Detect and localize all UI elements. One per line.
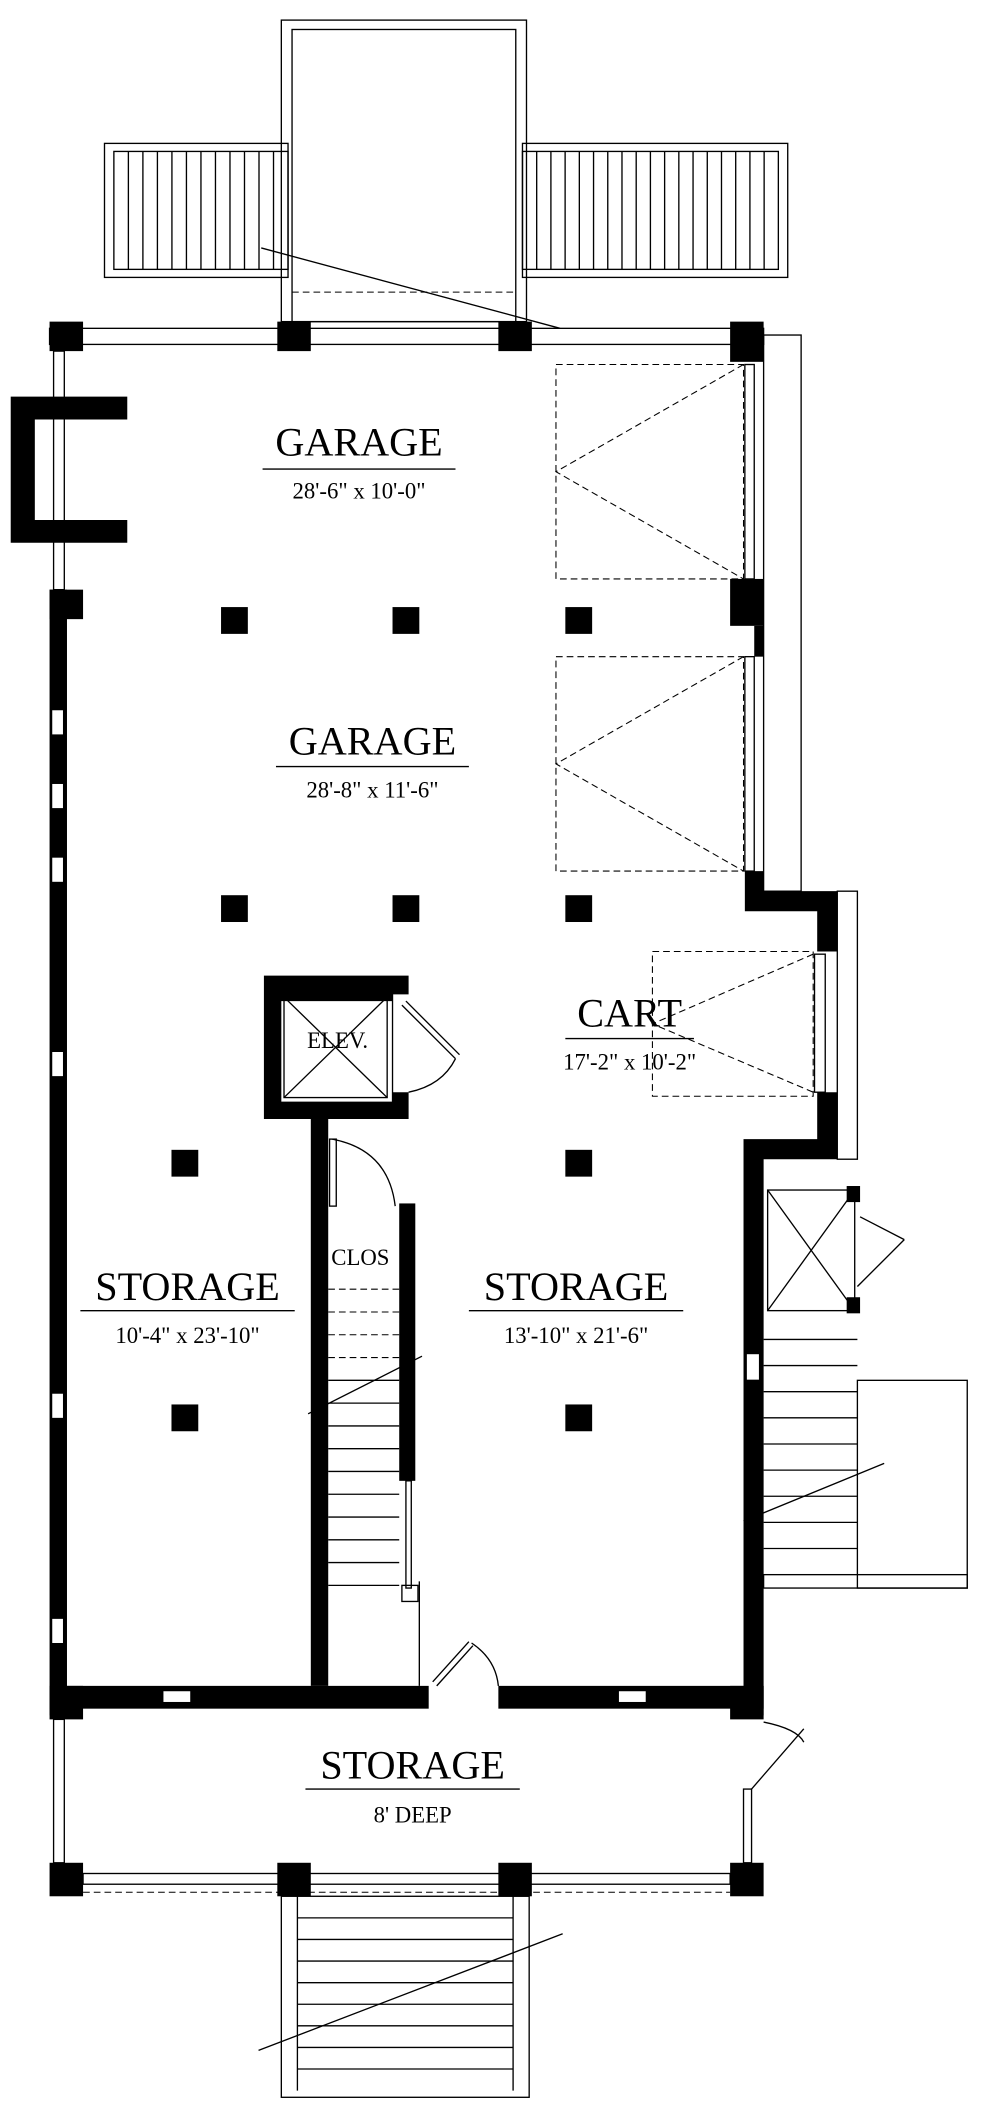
room-name: STORAGE	[320, 1742, 505, 1787]
interior-stair	[307, 1119, 500, 1687]
column	[171, 1149, 199, 1177]
elevator-label: ELEV.	[307, 1028, 368, 1053]
room-label-garage-1: GARAGE 28'-6" x 10'-0"	[262, 420, 456, 504]
column	[221, 607, 248, 634]
column	[565, 1404, 593, 1432]
room-size: 13'-10" x 21'-6"	[504, 1323, 648, 1348]
elevator	[263, 975, 460, 1120]
column	[565, 895, 593, 923]
column	[221, 895, 248, 923]
room-name: STORAGE	[484, 1264, 669, 1309]
room-size: 28'-6" x 10'-0"	[293, 479, 426, 504]
room-size: 28'-8" x 11'-6"	[306, 777, 438, 802]
garage-doors	[554, 363, 814, 1097]
room-name: GARAGE	[289, 718, 456, 763]
room-size: 17'-2" x 10'-2"	[563, 1049, 696, 1074]
room-label-storage-left: STORAGE 10'-4" x 23'-10"	[80, 1264, 295, 1348]
columns	[171, 607, 593, 1432]
column	[171, 1404, 199, 1432]
room-name: STORAGE	[95, 1264, 280, 1309]
room-label-cart: CART 17'-2" x 10'-2"	[563, 991, 696, 1075]
room-label-garage-2: GARAGE 28'-8" x 11'-6"	[275, 718, 469, 802]
room-size: 10'-4" x 23'-10"	[115, 1323, 259, 1348]
room-label-storage-porch: STORAGE 8' DEEP	[305, 1742, 520, 1828]
column	[565, 1149, 593, 1177]
top-deck	[103, 19, 789, 329]
column	[565, 607, 593, 634]
room-size: 8' DEEP	[374, 1803, 452, 1828]
walls	[10, 321, 859, 1897]
closet-label: CLOS	[331, 1245, 389, 1270]
room-name: CART	[577, 991, 682, 1036]
front-stair	[258, 1895, 563, 2098]
column	[392, 607, 420, 634]
column	[392, 895, 420, 923]
room-label-storage-right: STORAGE 13'-10" x 21'-6"	[468, 1264, 684, 1348]
room-name: GARAGE	[275, 420, 442, 465]
side-stair	[743, 1186, 968, 1589]
